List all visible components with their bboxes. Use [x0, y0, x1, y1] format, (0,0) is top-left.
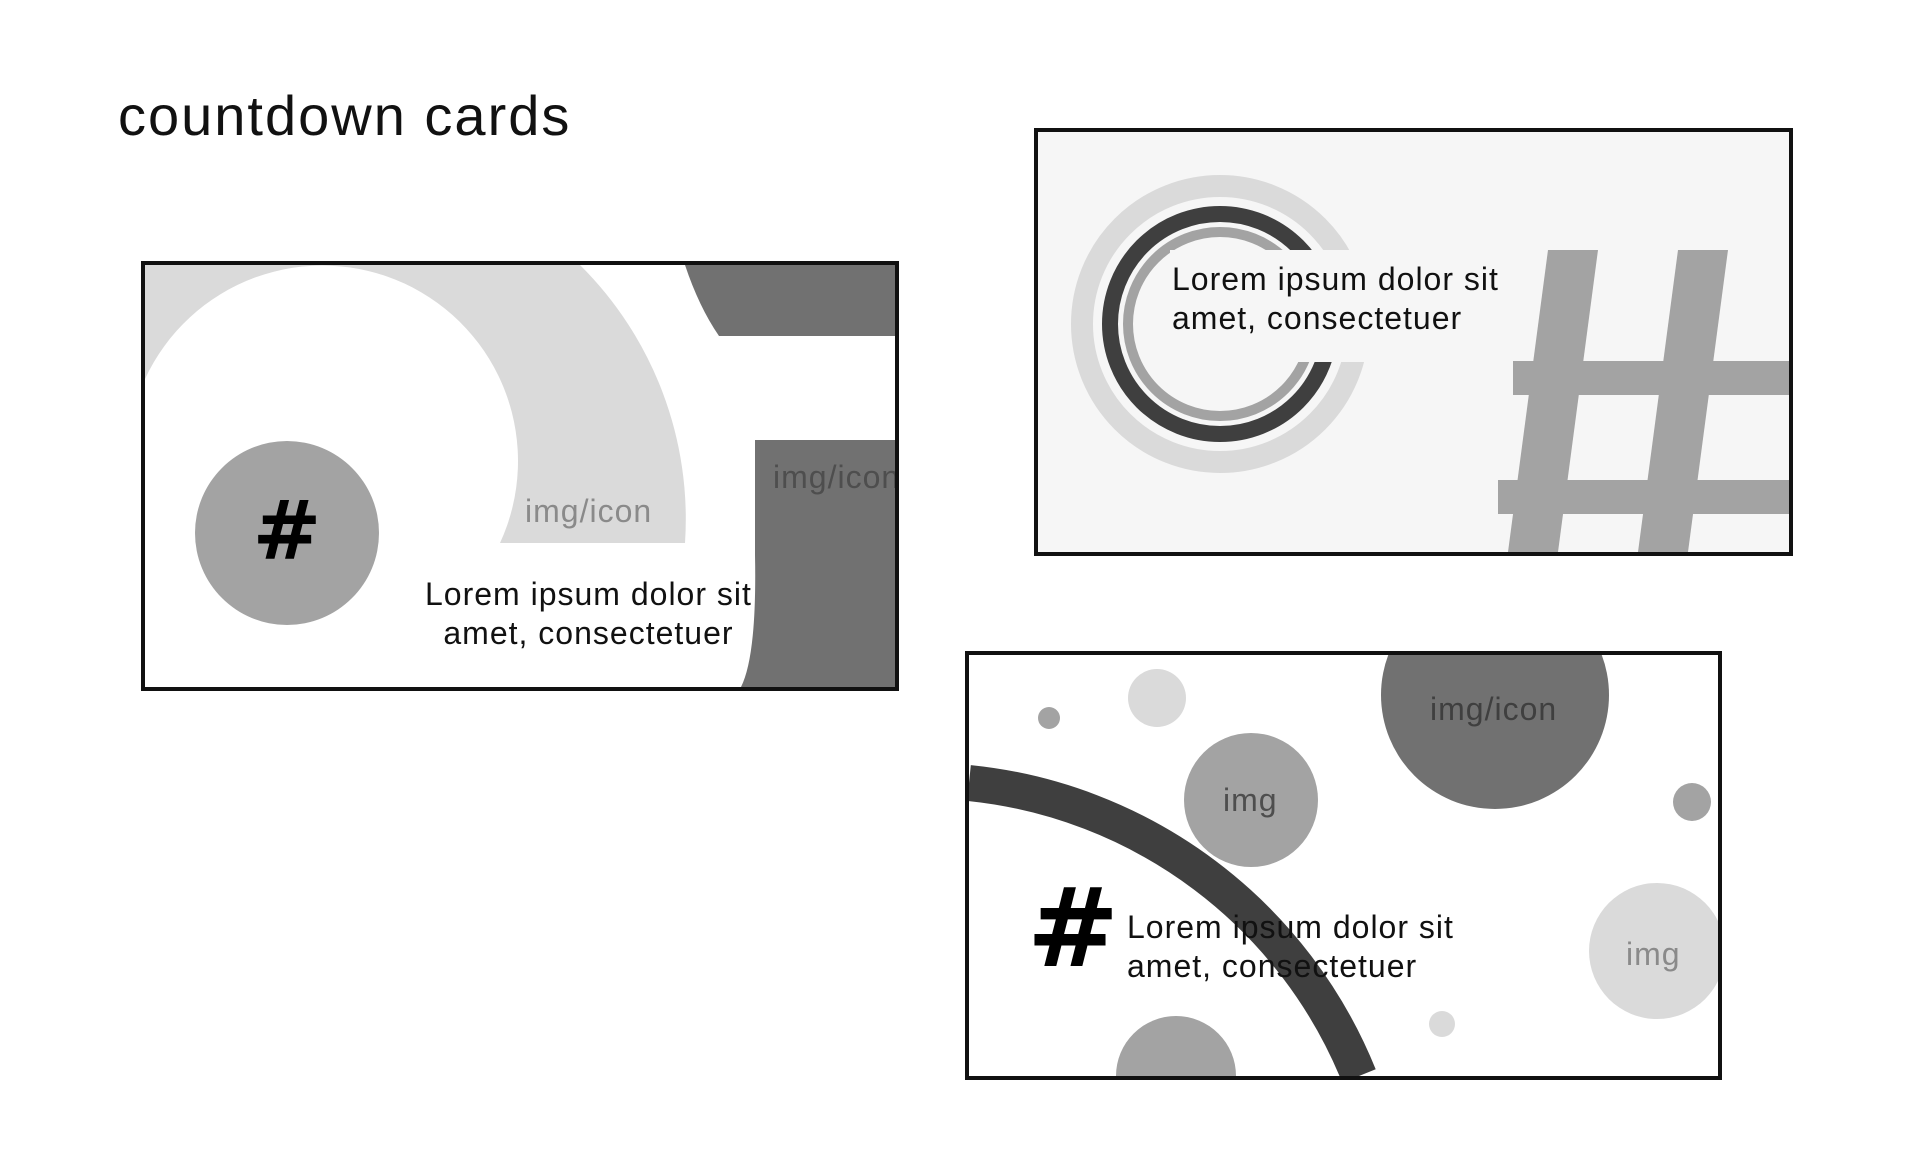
card-1-number-symbol: #: [252, 484, 322, 579]
card-1-dark-top-band: [685, 265, 895, 336]
card-3-bubble-small-right: [1673, 783, 1711, 821]
card-1-body-text: Lorem ipsum dolor sit amet, consectetuer: [425, 575, 752, 653]
card-3-image-placeholder-right: img: [1626, 936, 1681, 972]
card-3-number-symbol: #: [1027, 864, 1120, 992]
card-3-bubble-light-top: [1128, 669, 1186, 727]
card-3-image-placeholder-top: img/icon: [1430, 691, 1558, 727]
countdown-card-1[interactable]: # img/icon img/icon Lorem ipsum dolor si…: [141, 261, 899, 691]
card-3-text-line-1: Lorem ipsum dolor sit: [1127, 909, 1454, 945]
countdown-card-2[interactable]: Lorem ipsum dolor sit amet, consectetuer: [1034, 128, 1793, 556]
card-3-bubble-img: [1184, 733, 1318, 867]
card-2-body-text: Lorem ipsum dolor sit amet, consectetuer: [1172, 260, 1499, 338]
card-2-text-line-1: Lorem ipsum dolor sit: [1172, 261, 1499, 297]
card-1-light-arc-shape: [145, 265, 686, 543]
card-3-text-line-2: amet, consectetuer: [1127, 948, 1418, 984]
card-3-graphics: [969, 655, 1718, 1076]
card-1-image-placeholder-center: img/icon: [525, 493, 653, 529]
card-3-bubble-img-right: [1589, 883, 1718, 1019]
card-3-bubble-tiny-bottom: [1429, 1011, 1455, 1037]
card-3-body-text: Lorem ipsum dolor sit amet, consectetuer: [1127, 908, 1454, 986]
card-1-graphics: [145, 265, 895, 687]
card-1-text-line-2: amet, consectetuer: [443, 615, 734, 651]
card-2-text-line-2: amet, consectetuer: [1172, 300, 1463, 336]
card-3-bubble-img-icon: [1381, 655, 1609, 809]
card-1-image-placeholder-right: img/icon: [773, 459, 899, 495]
card-3-image-placeholder-middle: img: [1223, 782, 1278, 818]
page-title: countdown cards: [118, 84, 572, 147]
card-1-number-circle: [195, 441, 379, 625]
card-2-large-hash-graphic: [1498, 250, 1789, 552]
card-2-graphics: [1038, 132, 1789, 552]
countdown-card-3[interactable]: # img/icon img img Lorem ipsum dolor sit…: [965, 651, 1722, 1080]
card-1-text-line-1: Lorem ipsum dolor sit: [425, 576, 752, 612]
card-2-text-backdrop: [1170, 250, 1420, 362]
card-3-bubble-bottom-left: [1116, 1016, 1236, 1076]
card-3-charcoal-arc: [969, 765, 1376, 1076]
card-1-dark-right-panel: [741, 440, 895, 687]
card-3-bubble-small-left: [1038, 707, 1060, 729]
